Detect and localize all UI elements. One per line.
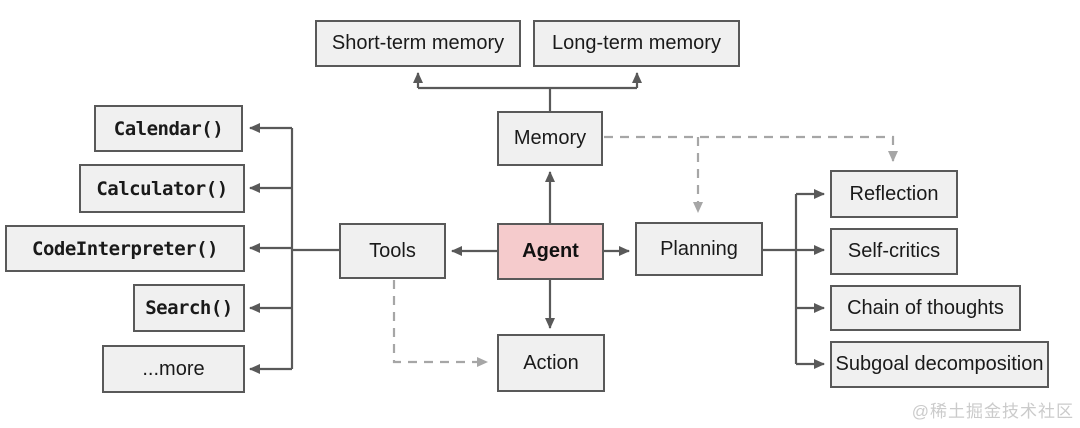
node-search: Search() — [133, 284, 245, 332]
node-subgoal-decomposition: Subgoal decomposition — [830, 341, 1049, 388]
node-long-term-memory: Long-term memory — [533, 20, 740, 67]
node-memory: Memory — [497, 111, 603, 166]
node-reflection: Reflection — [830, 170, 958, 218]
edge-memory-top-junction — [418, 86, 637, 111]
node-agent: Agent — [497, 223, 604, 280]
edge-memory-reflection-dashed — [604, 135, 898, 162]
edge-tools-trunk — [290, 128, 339, 369]
node-more: ...more — [102, 345, 245, 393]
node-self-critics: Self-critics — [830, 228, 958, 275]
node-planning: Planning — [635, 222, 763, 276]
node-calculator: Calculator() — [79, 164, 245, 213]
node-short-term-memory: Short-term memory — [315, 20, 521, 67]
edge-tools-action-dashed — [392, 280, 488, 367]
node-code-interpreter: CodeInterpreter() — [5, 225, 245, 272]
watermark: @稀土掘金技术社区 — [911, 402, 1074, 421]
edge-planning-trunk — [763, 194, 798, 364]
node-chain-of-thoughts: Chain of thoughts — [830, 285, 1021, 331]
node-calendar: Calendar() — [94, 105, 243, 152]
node-action: Action — [497, 334, 605, 392]
node-tools: Tools — [339, 223, 446, 279]
